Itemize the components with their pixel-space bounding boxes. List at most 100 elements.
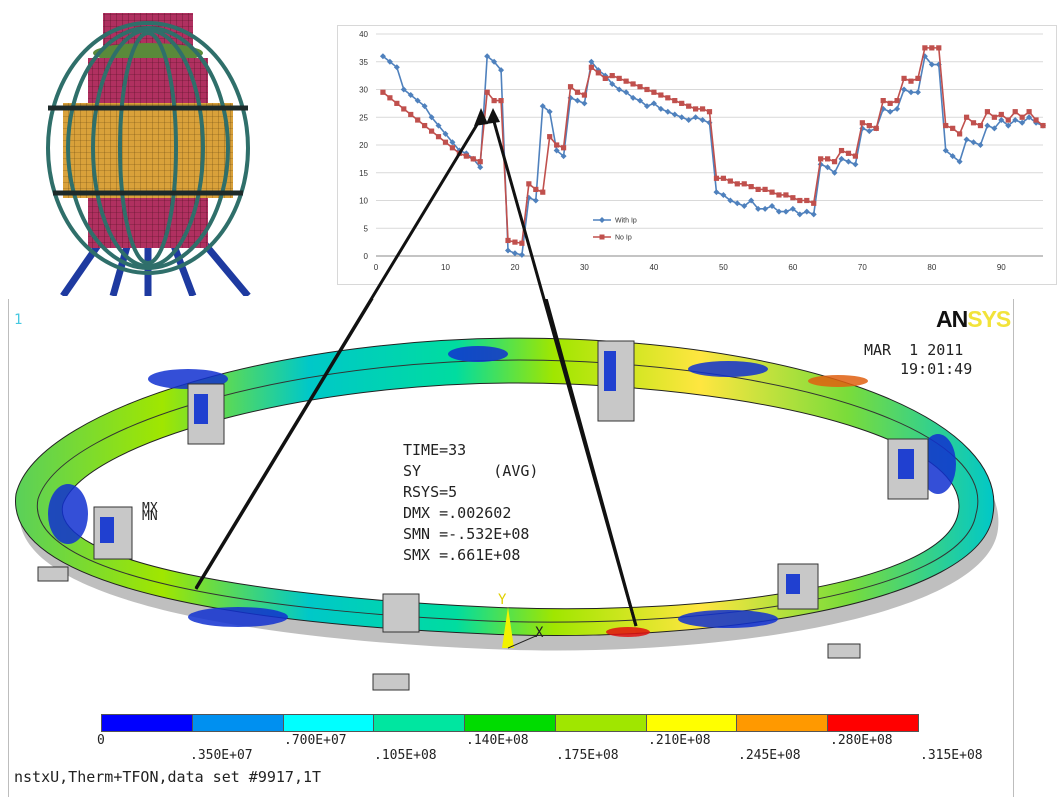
data-point	[998, 117, 1005, 124]
data-point	[783, 192, 789, 198]
data-point	[1019, 114, 1025, 120]
data-point	[498, 98, 504, 104]
data-point	[977, 122, 984, 129]
y-tick-label: 10	[359, 197, 368, 206]
data-point	[540, 189, 546, 195]
data-point	[435, 122, 442, 129]
data-point	[401, 106, 407, 112]
data-point	[519, 240, 525, 246]
stress-contour-ring-model	[15, 299, 999, 691]
data-point	[554, 142, 560, 148]
data-point	[637, 84, 643, 90]
data-point	[692, 114, 699, 121]
data-point	[685, 117, 692, 124]
data-point	[907, 89, 914, 96]
data-point	[588, 58, 595, 65]
data-point	[873, 125, 879, 131]
data-point	[665, 95, 671, 101]
logo-sys: SYS	[967, 306, 1011, 332]
data-point	[428, 128, 435, 134]
result-time: 19:01:49	[900, 360, 973, 378]
data-point	[505, 247, 512, 254]
colorbar-segment	[465, 715, 556, 731]
data-point	[866, 128, 873, 135]
data-point	[949, 153, 956, 160]
colorbar-label: 0	[97, 733, 105, 748]
data-point	[755, 186, 761, 192]
colorbar-label: .280E+08	[830, 733, 893, 748]
data-point	[664, 108, 671, 115]
data-point	[484, 53, 491, 60]
data-point	[449, 139, 456, 146]
data-point	[831, 159, 838, 165]
data-point	[762, 205, 769, 212]
info-time: TIME=33	[403, 441, 467, 459]
colorbar-segment	[646, 715, 738, 731]
data-point	[1005, 122, 1012, 129]
data-point	[574, 89, 581, 95]
colorbar-label: .350E+07	[190, 748, 253, 763]
data-point	[908, 78, 914, 84]
data-point	[734, 200, 741, 207]
data-point	[852, 153, 859, 159]
data-point	[845, 158, 852, 165]
data-point	[637, 97, 644, 104]
info-component: SY (AVG)	[403, 462, 539, 480]
data-point	[706, 109, 713, 115]
result-footer-caption: nstxU,Therm+TFON,data set #9917,1T	[14, 768, 322, 786]
data-point	[776, 192, 782, 198]
info-dmx: DMX =.002602	[403, 504, 512, 522]
data-point	[852, 161, 859, 168]
data-point	[887, 100, 893, 106]
data-point	[616, 86, 623, 93]
data-point	[796, 211, 803, 218]
legend-marker	[599, 217, 605, 223]
data-point	[755, 205, 762, 212]
data-point	[762, 186, 768, 192]
data-point	[657, 105, 664, 112]
x-tick-label: 70	[858, 263, 867, 272]
data-point	[824, 164, 831, 171]
x-tick-label: 80	[927, 263, 936, 272]
data-point	[394, 100, 400, 106]
data-point	[991, 114, 997, 120]
data-point	[775, 208, 782, 215]
data-point	[894, 98, 900, 104]
data-point	[887, 108, 894, 115]
y-tick-label: 25	[359, 113, 368, 122]
data-point	[831, 169, 838, 176]
max-marker: MX	[142, 501, 158, 516]
data-point	[491, 58, 498, 65]
colorbar-label: .700E+07	[284, 733, 347, 748]
data-point	[859, 120, 865, 126]
data-point	[387, 95, 393, 101]
min-marker: MN	[142, 509, 158, 524]
data-point	[901, 75, 907, 81]
data-point	[560, 153, 567, 160]
data-point	[922, 45, 928, 51]
data-point	[505, 237, 511, 244]
data-point	[699, 106, 706, 112]
data-point	[1026, 114, 1033, 121]
data-point	[414, 97, 421, 104]
colorbar-segment	[828, 715, 919, 731]
x-tick-label: 90	[997, 263, 1006, 272]
data-point	[866, 122, 872, 129]
data-point	[845, 150, 852, 156]
data-point	[539, 103, 546, 110]
colorbar-label: .315E+08	[920, 748, 983, 763]
data-point	[928, 61, 935, 68]
data-point	[748, 197, 755, 204]
colorbar-segment	[283, 715, 375, 731]
data-point	[547, 134, 553, 140]
colorbar-segment	[374, 715, 466, 731]
data-point	[950, 125, 956, 131]
data-point	[560, 145, 567, 151]
data-point	[914, 89, 921, 96]
data-point	[984, 122, 991, 129]
y-tick-label: 0	[364, 252, 369, 261]
data-point	[449, 145, 456, 151]
data-point	[817, 161, 824, 168]
